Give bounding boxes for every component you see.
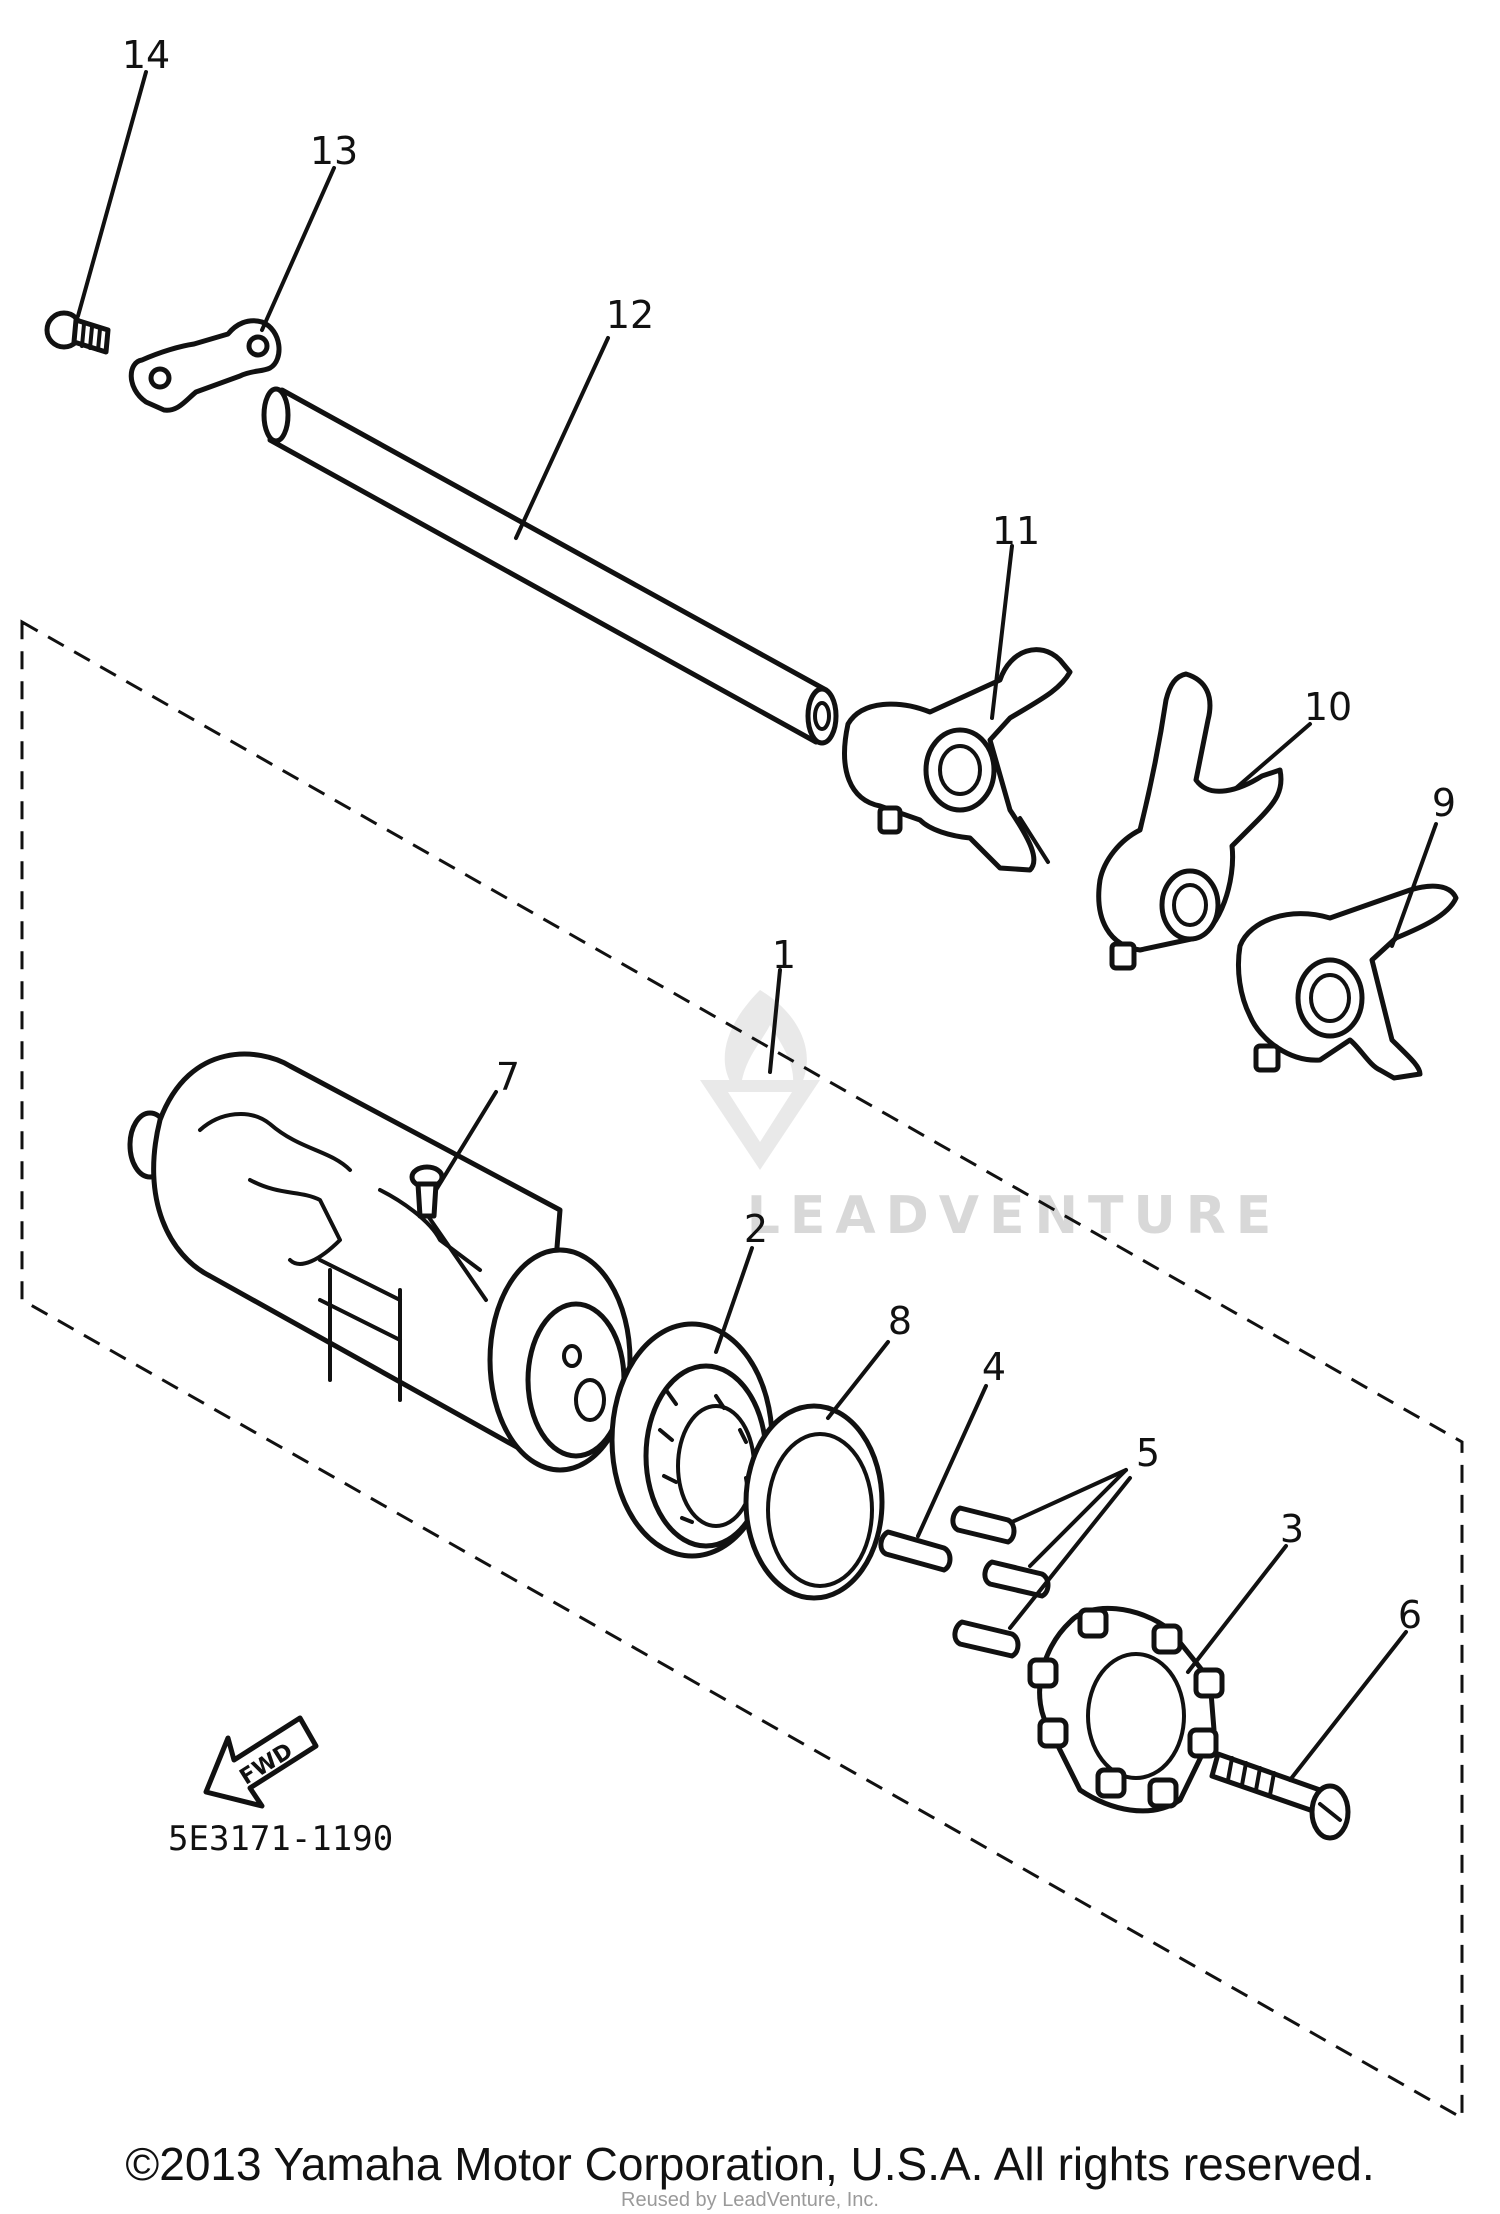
callout-1: 1 — [772, 933, 796, 977]
part-10-shift-fork — [1096, 671, 1284, 971]
leader-6 — [1288, 1630, 1408, 1782]
callout-2: 2 — [744, 1207, 768, 1251]
footer-faint-text: Reused by LeadVenture, Inc. — [621, 2189, 879, 2211]
part-6-screw — [1209, 1751, 1351, 1841]
part-13-plate — [128, 318, 282, 413]
fwd-arrow: FWD — [203, 1715, 319, 1809]
callout-3: 3 — [1280, 1507, 1304, 1551]
callout-4: 4 — [982, 1345, 1006, 1389]
callout-6: 6 — [1398, 1593, 1422, 1637]
leader-lines — [76, 70, 1438, 1782]
watermark-text: LEADVENTURE — [747, 1186, 1282, 1246]
callout-10: 10 — [1304, 685, 1352, 729]
leader-12 — [514, 336, 610, 540]
callout-numbers: 14 13 12 11 10 9 1 7 2 8 4 5 3 6 — [122, 33, 1456, 1637]
leader-3 — [1186, 1544, 1288, 1674]
copyright-notice: ©2013 Yamaha Motor Corporation, U.S.A. A… — [125, 2138, 1374, 2190]
leader-9 — [1390, 822, 1438, 948]
callout-13: 13 — [310, 129, 358, 173]
drawing-code: 5E3171-1190 — [168, 1819, 393, 1859]
leader-7 — [434, 1090, 498, 1192]
part-4-pin — [878, 1529, 953, 1573]
fwd-arrow-icon — [203, 1715, 319, 1809]
callout-9: 9 — [1432, 781, 1456, 825]
part-12-shaft — [261, 386, 839, 746]
assembly-boundary — [20, 619, 1464, 2121]
part-5-pins — [950, 1505, 1051, 1659]
leader-11 — [990, 544, 1014, 720]
leader-13 — [260, 166, 336, 332]
callout-12: 12 — [606, 293, 654, 337]
leader-2 — [714, 1246, 754, 1354]
part-9-shift-fork — [1235, 883, 1459, 1081]
callout-14: 14 — [122, 33, 170, 77]
leader-14 — [76, 70, 148, 318]
leader-4 — [916, 1384, 988, 1538]
callout-8: 8 — [888, 1299, 912, 1343]
leader-5a — [1010, 1468, 1128, 1524]
watermark-flame-icon — [724, 990, 807, 1100]
callout-11: 11 — [992, 509, 1040, 553]
leader-5c — [1008, 1476, 1132, 1630]
leadventure-watermark: LEADVENTURE — [700, 990, 1282, 1246]
part-2-bearing — [609, 1321, 775, 1559]
leader-10 — [1234, 722, 1312, 790]
part-14-bolt — [44, 310, 111, 355]
part-8-ring — [743, 1403, 885, 1601]
leader-5b — [1028, 1468, 1128, 1568]
part-11-shift-fork — [842, 647, 1073, 873]
leader-8 — [826, 1340, 890, 1420]
leader-1 — [768, 968, 782, 1074]
callout-7: 7 — [496, 1055, 520, 1099]
part-1-shift-cam — [127, 1051, 633, 1473]
part-3-segment — [1027, 1605, 1225, 1814]
callout-5: 5 — [1136, 1431, 1160, 1475]
leader-7b — [426, 1214, 488, 1302]
